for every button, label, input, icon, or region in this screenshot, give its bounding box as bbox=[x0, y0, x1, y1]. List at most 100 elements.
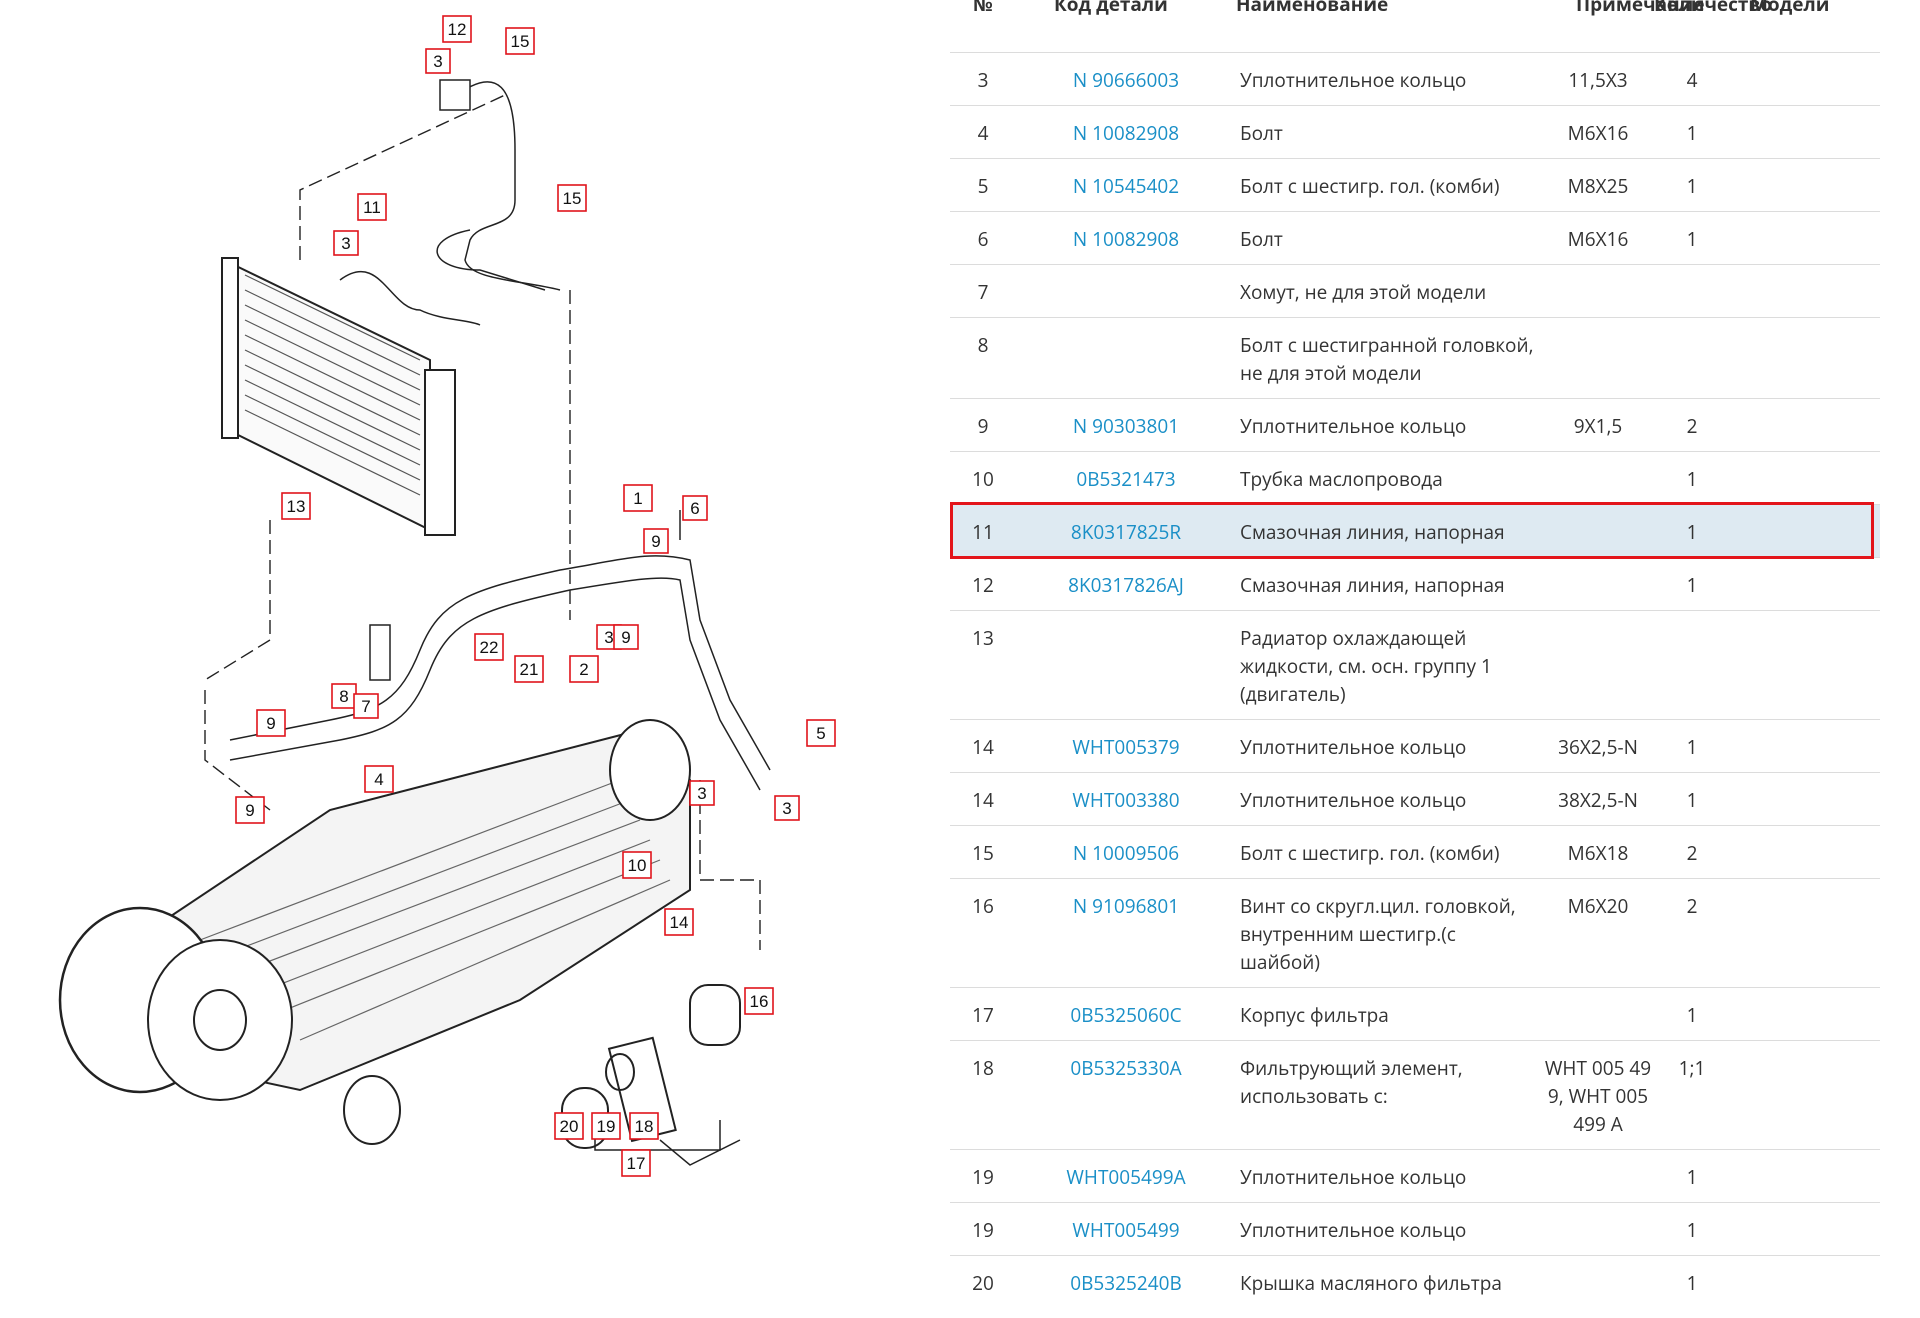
part-note bbox=[1542, 1201, 1654, 1255]
part-code-link[interactable]: N 91096801 bbox=[1072, 892, 1180, 919]
radiator-drawing bbox=[221, 257, 456, 536]
part-models bbox=[1730, 397, 1880, 451]
svg-text:9: 9 bbox=[651, 532, 660, 551]
part-code-link[interactable]: N 10009506 bbox=[1072, 839, 1180, 866]
part-code-link[interactable]: N 10082908 bbox=[1072, 225, 1180, 252]
part-models bbox=[1730, 609, 1880, 719]
transmission-drawing bbox=[58, 719, 691, 1145]
part-code-link[interactable]: WHT005499A bbox=[1066, 1163, 1186, 1190]
svg-text:20: 20 bbox=[560, 1117, 579, 1136]
part-code-link[interactable]: WHT003380 bbox=[1072, 786, 1180, 813]
part-qty: 1 bbox=[1654, 503, 1730, 557]
svg-text:2: 2 bbox=[579, 660, 588, 679]
callout-label-9: 9 bbox=[235, 796, 265, 824]
part-code-link[interactable]: N 90303801 bbox=[1072, 412, 1180, 439]
part-models bbox=[1730, 556, 1880, 610]
part-code-link[interactable]: N 90666003 bbox=[1072, 66, 1180, 93]
row-number: 5 bbox=[950, 157, 1016, 211]
callout-label-15: 15 bbox=[557, 184, 587, 212]
part-code-link[interactable]: 0B5325330A bbox=[1070, 1054, 1182, 1081]
part-code: N 10082908 bbox=[1016, 210, 1236, 264]
svg-text:8: 8 bbox=[339, 687, 348, 706]
part-code-link[interactable]: 0B5325240B bbox=[1070, 1269, 1182, 1296]
table-row[interactable]: 17 0B5325060C Корпус фильтра 1 bbox=[950, 986, 1880, 1040]
part-note: WHT 005 499, WHT 005 499 A bbox=[1542, 1039, 1654, 1149]
row-number: 17 bbox=[950, 986, 1016, 1040]
row-number: 14 bbox=[950, 771, 1016, 825]
part-qty: 1 bbox=[1654, 450, 1730, 504]
part-qty: 1;1 bbox=[1654, 1039, 1730, 1149]
part-note bbox=[1542, 503, 1654, 557]
part-qty: 1 bbox=[1654, 1201, 1730, 1255]
row-number: 15 bbox=[950, 824, 1016, 878]
part-note bbox=[1542, 450, 1654, 504]
part-models bbox=[1730, 210, 1880, 264]
part-code-link[interactable]: WHT005499 bbox=[1072, 1216, 1180, 1243]
svg-text:1: 1 bbox=[633, 489, 642, 508]
part-code-link[interactable]: N 10545402 bbox=[1072, 172, 1180, 199]
part-qty: 1 bbox=[1654, 771, 1730, 825]
callout-label-20: 20 bbox=[554, 1112, 584, 1140]
callout-label-22: 22 bbox=[474, 633, 504, 661]
svg-text:3: 3 bbox=[697, 784, 706, 803]
part-qty: 1 bbox=[1654, 986, 1730, 1040]
part-code-link[interactable]: 0B5321473 bbox=[1076, 465, 1176, 492]
part-code: 0B5325330A bbox=[1016, 1039, 1236, 1149]
part-code-link[interactable]: 8K0317825R bbox=[1070, 518, 1182, 545]
callout-label-12: 12 bbox=[442, 15, 472, 43]
callout-label-9: 9 bbox=[643, 528, 669, 554]
upper-oil-lines bbox=[339, 79, 561, 326]
part-note: M6X18 bbox=[1542, 824, 1654, 878]
svg-text:9: 9 bbox=[266, 714, 275, 733]
row-number: 14 bbox=[950, 718, 1016, 772]
callout-label-17: 17 bbox=[621, 1149, 651, 1177]
part-models bbox=[1730, 1148, 1880, 1202]
part-models bbox=[1730, 986, 1880, 1040]
parts-table-panel: № Код детали Наименование Примечание Кол… bbox=[950, 0, 1880, 1318]
svg-text:16: 16 bbox=[750, 992, 769, 1011]
part-code-link[interactable]: 0B5325060C bbox=[1070, 1001, 1182, 1028]
part-name: Корпус фильтра bbox=[1236, 986, 1542, 1040]
col-header-name: Наименование bbox=[1236, 0, 1389, 17]
part-name: Уплотнительное кольцо bbox=[1236, 51, 1542, 105]
part-note bbox=[1542, 609, 1654, 719]
callout-label-6: 6 bbox=[682, 495, 708, 521]
part-code: N 90666003 bbox=[1016, 51, 1236, 105]
row-number: 20 bbox=[950, 1254, 1016, 1308]
part-note bbox=[1542, 316, 1654, 398]
part-code-link[interactable]: N 10082908 bbox=[1072, 119, 1180, 146]
row-number: 10 bbox=[950, 450, 1016, 504]
part-qty: 1 bbox=[1654, 556, 1730, 610]
part-models bbox=[1730, 771, 1880, 825]
svg-text:9: 9 bbox=[621, 628, 630, 647]
part-models bbox=[1730, 718, 1880, 772]
part-code-link[interactable]: WHT005379 bbox=[1072, 733, 1180, 760]
part-name: Болт с шестигр. гол. (комби) bbox=[1236, 157, 1542, 211]
part-name: Хомут, не для этой модели bbox=[1236, 263, 1542, 317]
callout-label-19: 19 bbox=[591, 1112, 621, 1140]
col-header-note: Примечание bbox=[1576, 0, 1705, 17]
svg-text:10: 10 bbox=[628, 856, 647, 875]
part-code-link[interactable]: 8K0317826AJ bbox=[1068, 571, 1184, 598]
svg-text:3: 3 bbox=[433, 52, 442, 71]
